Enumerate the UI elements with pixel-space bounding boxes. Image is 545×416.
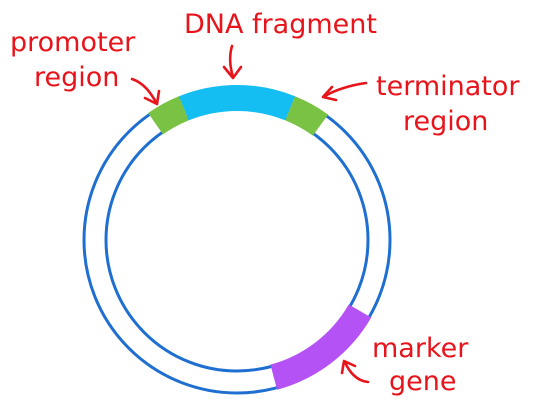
promoter-label-line1: promoter xyxy=(10,27,136,58)
dna-fragment-arrow xyxy=(222,44,243,80)
marker-gene-label-line1: marker xyxy=(372,333,469,364)
terminator-label-line2: region xyxy=(403,106,488,137)
marker-gene-label-line2: gene xyxy=(389,366,456,397)
label-arrows xyxy=(130,44,370,384)
promoter-label-line2: region xyxy=(34,62,119,93)
promoter-region-segment xyxy=(148,96,189,135)
promoter-arrow xyxy=(130,77,161,106)
marker-gene-arrow xyxy=(340,359,370,384)
terminator-label-line1: terminator xyxy=(376,71,520,102)
dna-fragment-label: DNA fragment xyxy=(184,9,377,40)
terminator-region-segment xyxy=(285,96,329,136)
terminator-arrow xyxy=(321,81,368,102)
marker-gene-segment xyxy=(270,304,372,390)
dna-fragment-segment xyxy=(178,85,296,121)
